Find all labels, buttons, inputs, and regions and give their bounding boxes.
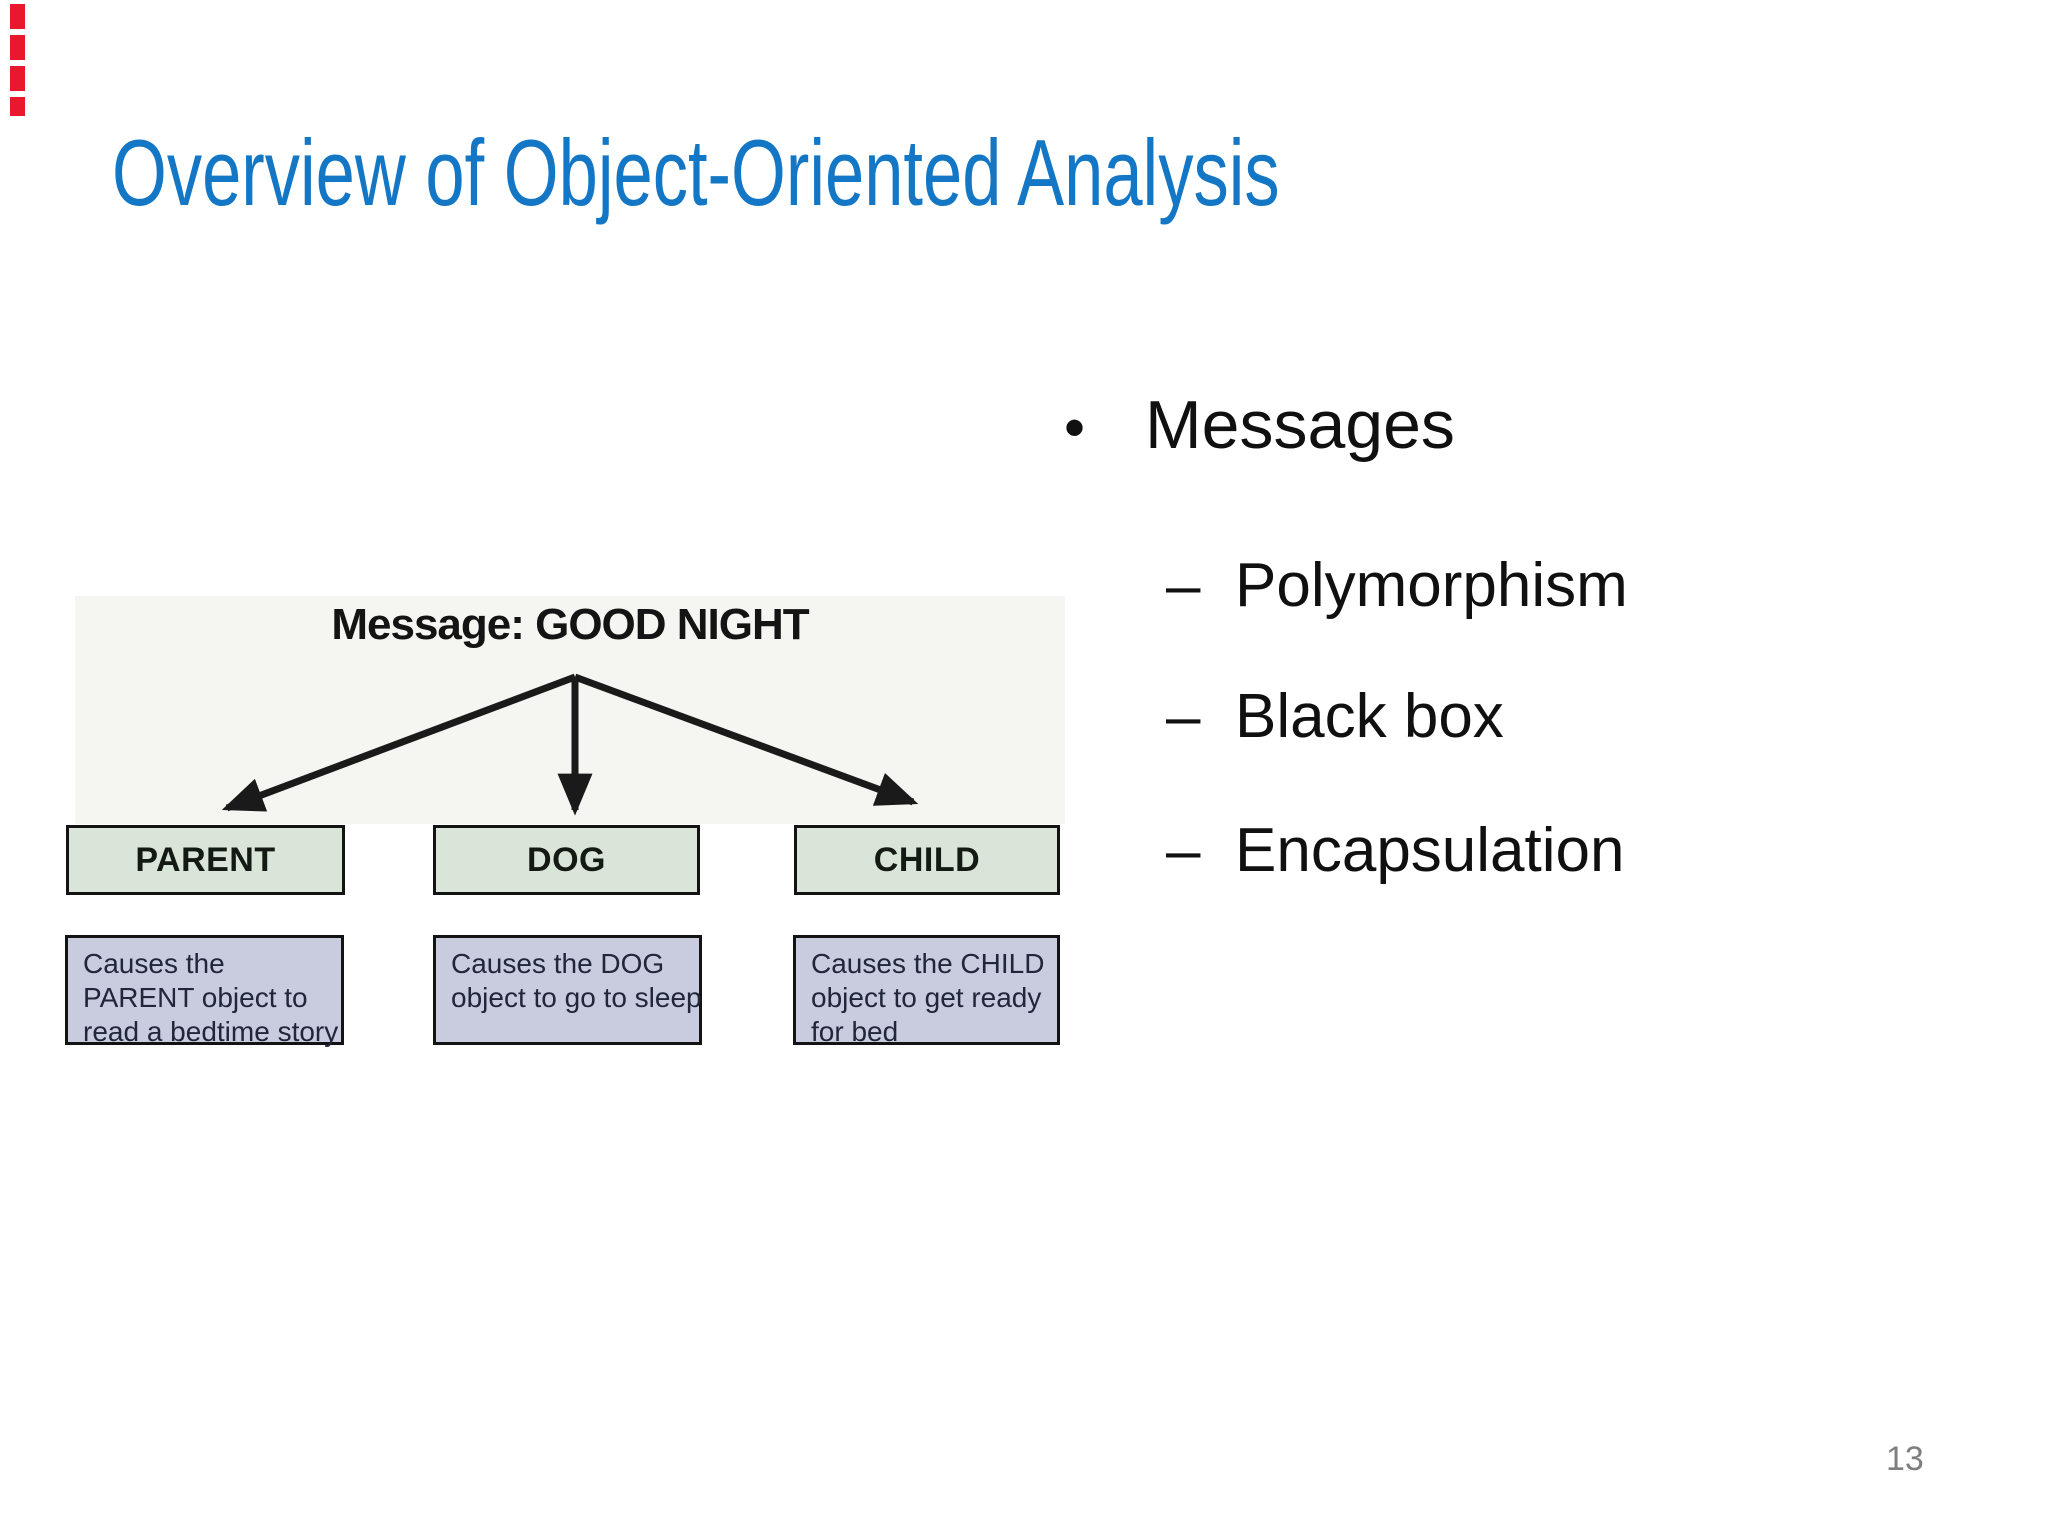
description-line: Causes the CHILD [811, 948, 1045, 979]
description-line: Causes the [83, 948, 225, 979]
slide-title: Overview of Object-Oriented Analysis [112, 120, 1280, 225]
arrow-to-parent [221, 673, 577, 812]
red-edge-marks [10, 4, 25, 116]
description-line: read a bedtime story [83, 1016, 339, 1048]
bullet-dot-icon: • [1064, 394, 1086, 461]
description-box-parent: Causes the PARENT object to read a bedti… [65, 935, 344, 1047]
class-box-parent: PARENT [66, 825, 345, 895]
sub-bullet-polymorphism: –Polymorphism [1166, 550, 1628, 621]
page-number: 13 [1886, 1440, 1924, 1478]
description-line: Causes the DOG [451, 948, 665, 979]
dash-icon: – [1166, 682, 1201, 751]
class-box-label: PARENT [135, 840, 276, 879]
class-box-dog: DOG [433, 825, 700, 895]
message-arrows [221, 673, 919, 816]
sub-bullet-label: Encapsulation [1235, 816, 1625, 885]
sub-bullet-label: Black box [1235, 682, 1504, 751]
class-box-label: DOG [527, 840, 606, 879]
description-line: for bed [811, 1016, 899, 1048]
dash-icon: – [1166, 816, 1201, 885]
bullet-main-label: Messages [1145, 387, 1455, 463]
sub-bullet-encapsulation: –Encapsulation [1166, 815, 1625, 886]
description-line: object to get ready [811, 982, 1042, 1014]
dash-icon: – [1166, 551, 1201, 620]
sub-bullet-label: Polymorphism [1235, 551, 1628, 620]
figure-message-label: Message: GOOD NIGHT [331, 600, 809, 649]
sub-bullet-black-box: –Black box [1166, 681, 1504, 752]
description-line: object to go to sleep [451, 982, 702, 1014]
description-box-child: Causes the CHILD object to get ready for… [793, 935, 1060, 1047]
class-box-label: CHILD [873, 840, 981, 879]
arrow-to-child [573, 673, 919, 806]
description-line: PARENT object to [83, 982, 308, 1014]
description-box-dog: Causes the DOG object to go to sleep [433, 935, 702, 1045]
class-box-child: CHILD [794, 825, 1060, 895]
bullet-item-messages: • Messages [1064, 386, 1455, 464]
